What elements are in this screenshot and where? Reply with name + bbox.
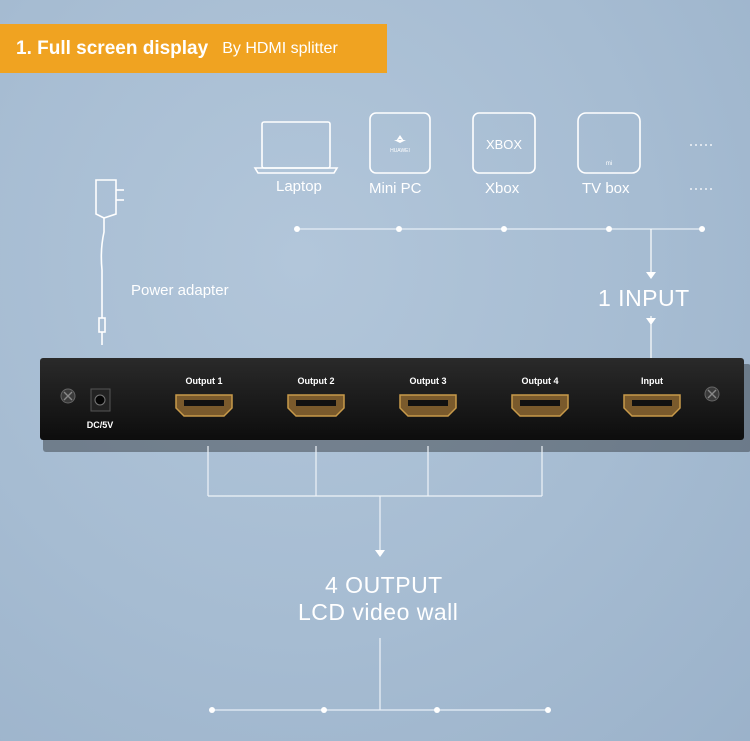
mini-pc-brand: HUAWEI bbox=[390, 148, 410, 154]
mini-pc-icon: HUAWEI bbox=[369, 112, 431, 174]
hdmi-port-icon bbox=[287, 394, 345, 417]
output-connector bbox=[207, 446, 543, 710]
hdmi-port-icon bbox=[511, 394, 569, 417]
dc-label: DC/5V bbox=[86, 420, 114, 430]
screw-icon bbox=[704, 386, 720, 402]
tv-box-brand: mi bbox=[606, 161, 612, 167]
header-banner: 1. Full screen display By HDMI splitter bbox=[0, 24, 387, 73]
device-label-mini-pc: Mini PC bbox=[369, 180, 422, 197]
device-label-tv-box: TV box bbox=[582, 180, 630, 197]
port-label-output-3: Output 3 bbox=[409, 376, 447, 386]
hdmi-port-icon bbox=[175, 394, 233, 417]
dc-jack-icon bbox=[90, 388, 111, 412]
xbox-brand: XBOX bbox=[486, 137, 522, 152]
xbox-icon: XBOX bbox=[472, 112, 536, 174]
output-label: 4 OUTPUT bbox=[325, 572, 443, 598]
port-label-input: Input bbox=[641, 376, 663, 386]
video-wall-bus-line bbox=[209, 707, 551, 713]
banner-title: 1. Full screen display bbox=[16, 37, 209, 59]
tv-box-icon: mi bbox=[577, 112, 641, 174]
device-label-xbox: Xbox bbox=[485, 180, 520, 197]
port-label-output-1: Output 1 bbox=[185, 376, 223, 386]
hdmi-port-icon bbox=[399, 394, 457, 417]
input-label: 1 INPUT bbox=[598, 285, 690, 311]
power-adapter-label: Power adapter bbox=[131, 282, 229, 299]
power-adapter-icon bbox=[95, 179, 124, 345]
port-label-output-4: Output 4 bbox=[521, 376, 559, 386]
port-label-output-2: Output 2 bbox=[297, 376, 335, 386]
device-bus-line bbox=[294, 226, 705, 232]
more-devices-icon bbox=[690, 144, 712, 190]
screw-icon bbox=[60, 388, 76, 404]
device-label-laptop: Laptop bbox=[276, 178, 322, 195]
hdmi-splitter bbox=[40, 358, 750, 452]
laptop-icon bbox=[253, 121, 339, 174]
hdmi-port-icon bbox=[623, 394, 681, 417]
input-connector bbox=[646, 229, 656, 358]
banner-subtitle: By HDMI splitter bbox=[222, 39, 338, 57]
video-wall-label: LCD video wall bbox=[298, 599, 459, 625]
